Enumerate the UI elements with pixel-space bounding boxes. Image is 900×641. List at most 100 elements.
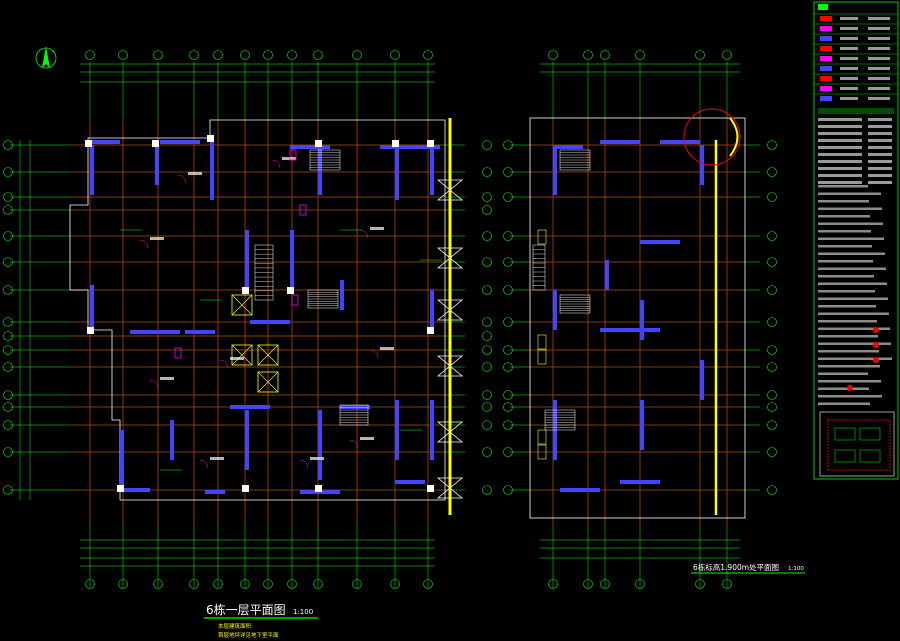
legend-section-header (818, 108, 894, 114)
legend-note-line (818, 290, 875, 293)
legend-text-mark (818, 139, 862, 142)
wall-segment (395, 480, 425, 484)
door-swing-icon (271, 159, 281, 169)
legend-note-line (818, 222, 883, 225)
legend-text-mark (818, 181, 862, 184)
column (207, 135, 214, 142)
legend-note-line (818, 320, 877, 323)
wall-segment (170, 420, 174, 460)
side-scale: 1:100 (788, 566, 804, 572)
legend-text-mark (818, 125, 862, 128)
legend-swatch (820, 86, 832, 91)
legend-note-line (818, 215, 870, 218)
side-floor-plan (503, 50, 777, 589)
wall-segment (430, 400, 434, 460)
legend-note-line (818, 312, 889, 315)
wall-segment (210, 140, 214, 200)
room-label-mark (230, 357, 244, 360)
axis-bubble (503, 285, 513, 295)
elevator-icon (231, 344, 253, 366)
legend-note-line (818, 387, 869, 390)
legend-text-mark (818, 174, 862, 177)
legend-text-mark (840, 97, 858, 100)
room-label-mark (160, 377, 174, 380)
door-swing-icon (139, 239, 149, 249)
legend-note-line (818, 365, 880, 368)
side-elevator-icon (537, 334, 547, 350)
axis-bubble (482, 192, 492, 202)
wall-segment (600, 328, 660, 332)
legend-frame (813, 1, 899, 480)
axis-bubble (482, 257, 492, 267)
magenta-marker (299, 204, 307, 216)
legend-swatch (820, 16, 832, 21)
side-title-block: 6栋标高1.900m处平面图 1:100 (691, 562, 805, 574)
axis-bubble (503, 140, 513, 150)
axis-bubble (240, 50, 250, 60)
axis-bubble (600, 579, 610, 589)
column (287, 287, 294, 294)
axis-bubble (548, 579, 558, 589)
side-elevator-icon (537, 349, 547, 365)
axis-bubble (503, 167, 513, 177)
wall-segment (340, 280, 344, 310)
axis-bubble (118, 50, 128, 60)
wall-segment (553, 290, 557, 330)
wall-segment (290, 230, 294, 290)
axis-bubble (767, 485, 777, 495)
legend-text-mark (868, 37, 890, 40)
north-arrow-icon (35, 46, 57, 69)
axis-bubble (390, 579, 400, 589)
wall-segment (90, 145, 94, 195)
axis-bubble (503, 345, 513, 355)
elevator-cross (231, 294, 253, 316)
legend-text-mark (868, 67, 890, 70)
legend-note-line (818, 200, 869, 203)
axis-bubble (767, 257, 777, 267)
axis-bubble (189, 50, 199, 60)
wall-segment (160, 140, 200, 144)
axis-bubble (600, 50, 610, 60)
legend-note-line (818, 357, 892, 360)
legend-text-mark (818, 146, 862, 149)
wall-segment (155, 145, 159, 185)
axis-bubble (767, 402, 777, 412)
detail-callout-circle (683, 108, 741, 166)
balcony-window (436, 355, 464, 377)
axis-bubble (503, 447, 513, 457)
room-label-mark (380, 347, 394, 350)
axis-bubble (583, 50, 593, 60)
axis-bubble (503, 362, 513, 372)
legend-header-mark (818, 4, 828, 10)
wall-segment (430, 145, 434, 195)
key-plan-frame (819, 411, 895, 477)
axis-bubble (482, 362, 492, 372)
axis-bubble (767, 285, 777, 295)
axis-bubble (3, 331, 13, 341)
magenta-marker (174, 347, 182, 359)
column (152, 140, 159, 147)
wall-segment (120, 430, 124, 490)
wall-segment (380, 145, 440, 149)
legend-swatch (820, 56, 832, 61)
axis-bubble (263, 50, 273, 60)
door-swing-icon (349, 439, 359, 449)
legend-text-mark (868, 77, 890, 80)
axis-bubble (352, 579, 362, 589)
legend-note-line (818, 275, 874, 278)
legend-note-line (818, 372, 868, 375)
legend-note-line (818, 267, 886, 270)
wall-segment (318, 410, 322, 480)
column (315, 485, 322, 492)
wall-segment (205, 490, 225, 494)
legend-note-line (818, 297, 888, 300)
axis-bubble (548, 50, 558, 60)
column (117, 485, 124, 492)
legend-text-mark (818, 118, 862, 121)
wall-segment (640, 240, 680, 244)
side-elevator-icon (537, 429, 547, 445)
door-swing-icon (369, 349, 379, 359)
axis-bubble (313, 50, 323, 60)
wall-segment (700, 145, 704, 185)
legend-symbol (873, 357, 879, 363)
